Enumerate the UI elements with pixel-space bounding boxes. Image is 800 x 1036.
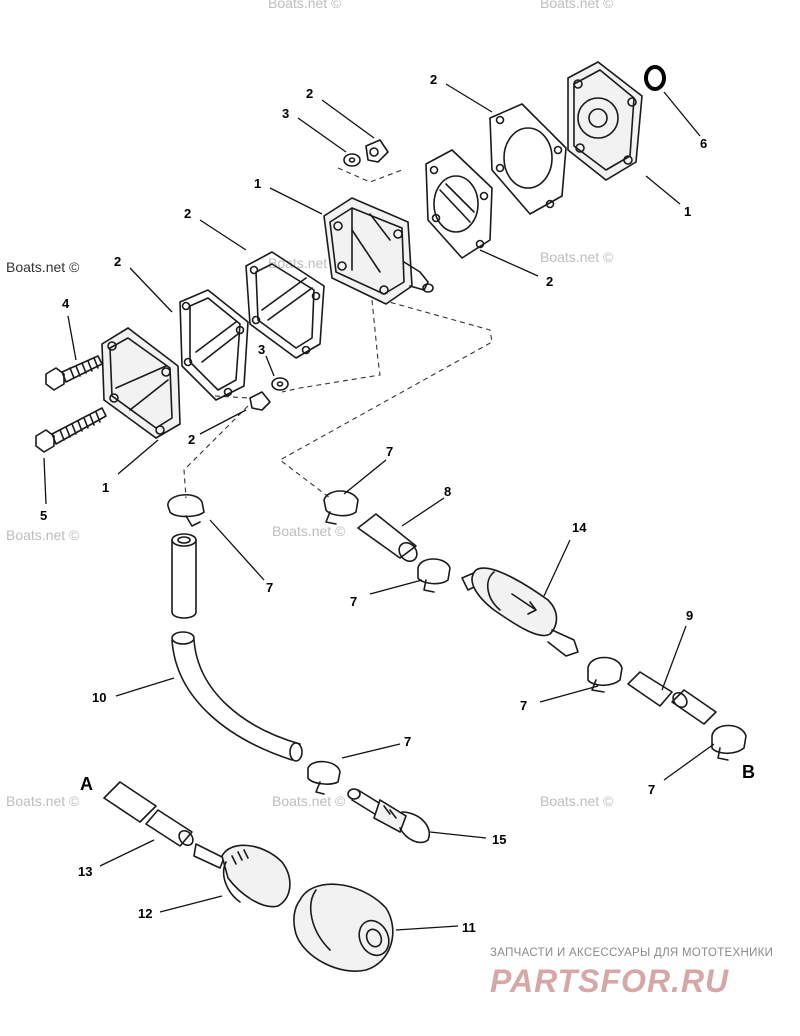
callout-2: 2 [114,254,121,269]
brand-tagline: ЗАПЧАСТИ И АКСЕССУАРЫ ДЛЯ МОТОТЕХНИКИ [490,947,773,959]
o-ring [644,65,666,91]
callout-7: 7 [648,782,655,797]
watermarks: Boats.net © Boats.net © Boats.net © Boat… [6,0,614,809]
callout-1: 1 [684,204,691,219]
callout-7: 7 [266,580,273,595]
connector-hose [103,781,194,847]
callout-8: 8 [444,484,451,499]
callout-7: 7 [386,444,393,459]
callout-9: 9 [686,608,693,623]
callout-2: 2 [306,86,313,101]
hose-clamp [587,656,623,693]
watermark: Boats.net © [272,793,346,809]
watermark: Boats.net © [6,527,80,543]
gasket-left [179,289,249,401]
watermark: Boats.net © [6,259,80,275]
check-valve-top [343,139,389,167]
callout-2: 2 [184,206,191,221]
callout-2: 2 [188,432,195,447]
screw-lower [35,407,107,453]
pump-cover-front [101,327,181,439]
assembly-lines [183,167,493,499]
tank-connector [193,843,291,908]
callout-1: 1 [102,480,109,495]
watermark: Boats.net © [6,793,80,809]
connection-label-b: B [742,762,755,782]
brand-logo: PARTSFOR.RU [490,963,729,999]
callout-15: 15 [492,832,506,847]
diaphragm-right [425,149,493,259]
check-valve-lower [249,377,289,411]
hose-segment-lower [627,671,717,725]
watermark: Boats.net © [268,255,342,271]
callout-3: 3 [282,106,289,121]
hose-clamp [307,760,341,795]
watermark: Boats.net © [272,523,346,539]
hose-short [171,533,197,619]
watermark: Boats.net © [540,0,614,11]
callout-1: 1 [254,176,261,191]
connector-fitting [347,788,431,844]
connection-label-a: A [80,774,93,794]
connection-labels: A B [80,762,755,794]
callout-2: 2 [546,274,553,289]
hose-clamp [711,724,747,761]
callout-11: 11 [462,920,476,935]
callout-14: 14 [572,520,587,535]
pump-body [323,197,434,305]
callout-7: 7 [350,594,357,609]
hose-clamp [167,494,205,527]
callout-12: 12 [138,906,152,921]
callout-13: 13 [78,864,92,879]
callout-5: 5 [40,508,47,523]
tank-connector-cap [293,883,394,972]
watermark: Boats.net © [540,793,614,809]
watermark: Boats.net © [540,249,614,265]
hose-clamp [323,490,359,525]
watermark: Boats.net © [268,0,342,11]
inline-fuel-filter [461,567,579,657]
callout-6: 6 [700,136,707,151]
gasket-top-right [489,103,567,215]
callouts: 2 3 2 6 1 1 2 2 2 4 3 2 1 5 7 8 7 7 14 9… [40,72,707,935]
callout-2: 2 [430,72,437,87]
callout-10: 10 [92,690,106,705]
callout-3: 3 [258,342,265,357]
hose-long-curved [171,631,303,762]
diaphragm-center [245,251,325,359]
callout-7: 7 [520,698,527,713]
screw-upper [45,355,103,391]
callout-4: 4 [62,296,70,311]
callout-7: 7 [404,734,411,749]
hose-clamp [417,558,451,593]
hose-segment-upper [357,513,418,563]
brand-watermark: ЗАПЧАСТИ И АКСЕССУАРЫ ДЛЯ МОТОТЕХНИКИ PA… [490,947,773,999]
leader-lines [43,83,715,931]
pump-cover-rear [567,61,643,181]
